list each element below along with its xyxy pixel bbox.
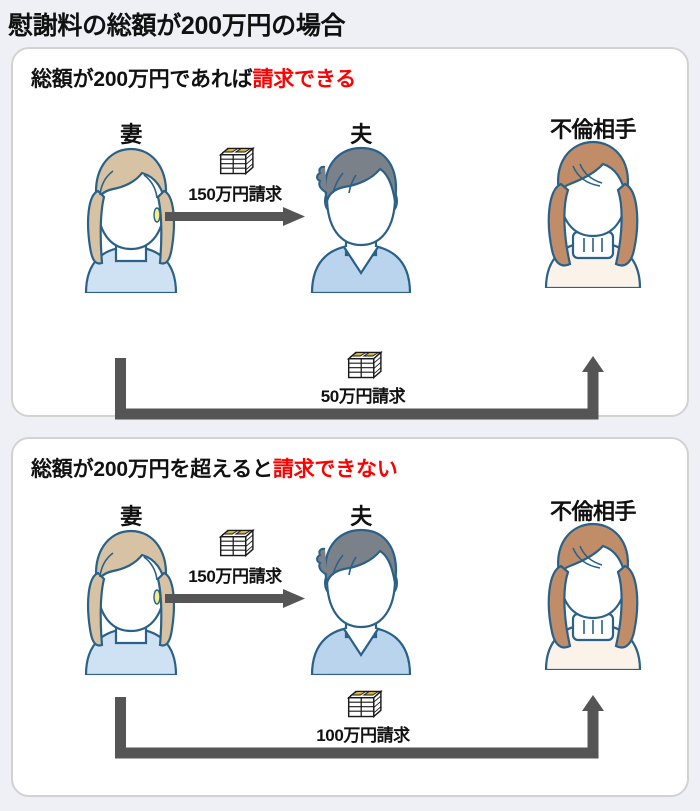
figure-label-husband: 夫 bbox=[350, 504, 372, 529]
figure-label-affair-partner: 不倫相手 bbox=[549, 499, 637, 524]
panel-1-heading: 総額が200万円であれば請求できる bbox=[31, 63, 356, 93]
arrow-right-icon bbox=[165, 206, 305, 228]
flow-wife-to-husband-panel-1: 150万円請求 bbox=[165, 144, 305, 226]
arrow-u-shape-icon bbox=[108, 352, 618, 424]
page-title: 慰謝料の総額が200万円の場合 bbox=[8, 12, 346, 40]
figure-label-husband: 夫 bbox=[350, 122, 372, 147]
husband-avatar-icon bbox=[286, 525, 436, 675]
figure-label-wife: 妻 bbox=[120, 122, 142, 147]
panel-claimable-case: 総額が200万円であれば請求できる 妻 bbox=[11, 47, 689, 420]
panel-2-heading: 総額が200万円を超えると請求できない bbox=[31, 453, 398, 483]
flow-label-50man-panel-1: 50万円請求 bbox=[320, 387, 406, 406]
panel-2-heading-highlight: 請求できない bbox=[272, 458, 398, 481]
flow-label-150man-panel-1: 150万円請求 bbox=[188, 185, 282, 204]
money-stack-icon bbox=[343, 348, 383, 382]
panel-2-heading-normal: 総額が200万円を超えると bbox=[31, 458, 273, 481]
flow-wife-to-husband-panel-2: 150万円請求 bbox=[165, 526, 305, 608]
money-stack-icon bbox=[215, 526, 255, 560]
panel-1-heading-normal: 総額が200万円であれば bbox=[31, 68, 253, 91]
figure-label-wife: 妻 bbox=[120, 504, 142, 529]
money-stack-icon bbox=[215, 144, 255, 178]
flow-wife-to-partner-panel-1: 50万円請求 bbox=[108, 350, 618, 424]
arrow-u-shape-icon bbox=[108, 691, 618, 763]
flow-label-150man-panel-2: 150万円請求 bbox=[188, 567, 282, 586]
wife-avatar-icon bbox=[56, 525, 206, 675]
husband-avatar-icon bbox=[286, 143, 436, 293]
affair-partner-avatar-icon bbox=[518, 520, 668, 670]
flow-label-100man-panel-2: 100万円請求 bbox=[316, 726, 410, 745]
figure-label-affair-partner: 不倫相手 bbox=[549, 117, 637, 142]
flow-wife-to-partner-panel-2: 100万円請求 bbox=[108, 689, 618, 763]
arrow-right-icon bbox=[165, 588, 305, 610]
wife-avatar-icon bbox=[56, 143, 206, 293]
panel-1-heading-highlight: 請求できる bbox=[252, 68, 357, 91]
panel-not-claimable-case: 総額が200万円を超えると請求できない 妻 bbox=[11, 437, 689, 797]
money-stack-icon bbox=[343, 687, 383, 721]
affair-partner-avatar-icon bbox=[518, 138, 668, 288]
